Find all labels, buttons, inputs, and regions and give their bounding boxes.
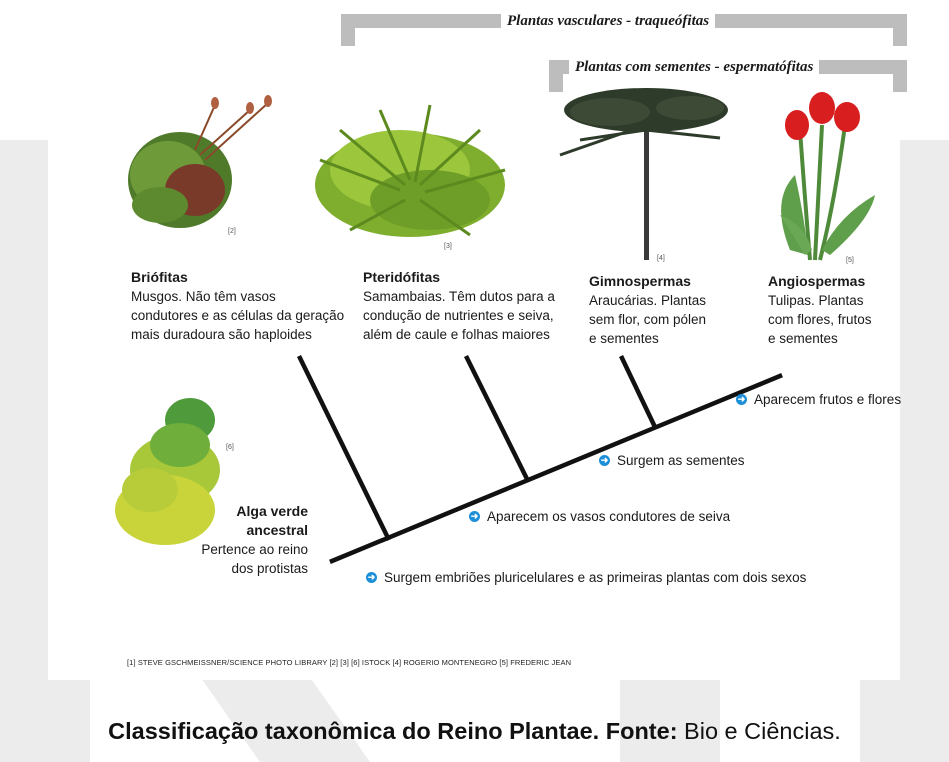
arrow-right-icon: ➜ <box>736 394 747 405</box>
ancestor-desc: Pertence ao reino dos protistas <box>201 542 308 576</box>
caption-source: Bio e Ciências. <box>677 718 841 744</box>
group-desc: Tulipas. Plantas com flores, frutos e se… <box>768 293 872 346</box>
credit-tulip: [5] <box>846 257 854 264</box>
credit-alga: [6] <box>226 444 234 451</box>
event-embryos: ➜ Surgem embriões pluricelulares e as pr… <box>366 570 806 585</box>
credit-moss: [2] <box>228 228 236 235</box>
event-seeds: ➜ Surgem as sementes <box>599 453 745 468</box>
group-name: Briófitas <box>131 269 188 285</box>
arrow-right-icon: ➜ <box>599 455 610 466</box>
event-text: Surgem embriões pluricelulares e as prim… <box>384 570 807 585</box>
group-name: Angiospermas <box>768 273 866 289</box>
event-text: Surgem as sementes <box>617 453 745 468</box>
group-name: Pteridófitas <box>363 269 441 285</box>
label-pteridofitas: Pteridófitas Samambaias. Têm dutos para … <box>363 268 555 344</box>
event-text: Aparecem os vasos condutores de seiva <box>487 509 731 524</box>
event-fruits-flowers: ➜ Aparecem frutos e flores <box>736 392 901 407</box>
arrow-right-icon: ➜ <box>366 572 377 583</box>
group-desc: Samambaias. Têm dutos para a condução de… <box>363 289 555 342</box>
photo-credits: [1] STEVE GSCHMEISSNER/SCIENCE PHOTO LIB… <box>127 658 572 667</box>
label-gimnospermas: Gimnospermas Araucárias. Plantas sem flo… <box>589 272 706 348</box>
seed-plants-bracket: Plantas com sementes - espermatófitas <box>549 59 907 92</box>
group-desc: Araucárias. Plantas sem flor, com pólen … <box>589 293 707 346</box>
vascular-plants-bracket: Plantas vasculares - traqueófitas <box>341 13 907 46</box>
arrow-right-icon: ➜ <box>469 511 480 522</box>
credit-fern: [3] <box>444 243 452 250</box>
label-alga-verde: Alga verde ancestral Pertence ao reino d… <box>200 502 308 578</box>
event-vessels: ➜ Aparecem os vasos condutores de seiva <box>469 509 730 524</box>
label-briofitas: Briófitas Musgos. Não têm vasos condutor… <box>131 268 344 344</box>
ancestor-name: Alga verde ancestral <box>236 503 308 538</box>
figure-caption: Classificação taxonômica do Reino Planta… <box>0 718 949 745</box>
label-angiospermas: Angiospermas Tulipas. Plantas com flores… <box>768 272 872 348</box>
caption-bold: Classificação taxonômica do Reino Planta… <box>108 718 678 744</box>
event-text: Aparecem frutos e flores <box>754 392 902 407</box>
group-desc: Musgos. Não têm vasos condutores e as cé… <box>131 289 345 342</box>
group-name: Gimnospermas <box>589 273 691 289</box>
seed-plants-label: Plantas com sementes - espermatófitas <box>569 59 820 76</box>
vascular-plants-label: Plantas vasculares - traqueófitas <box>501 13 716 30</box>
credit-araucaria: [4] <box>657 255 665 262</box>
